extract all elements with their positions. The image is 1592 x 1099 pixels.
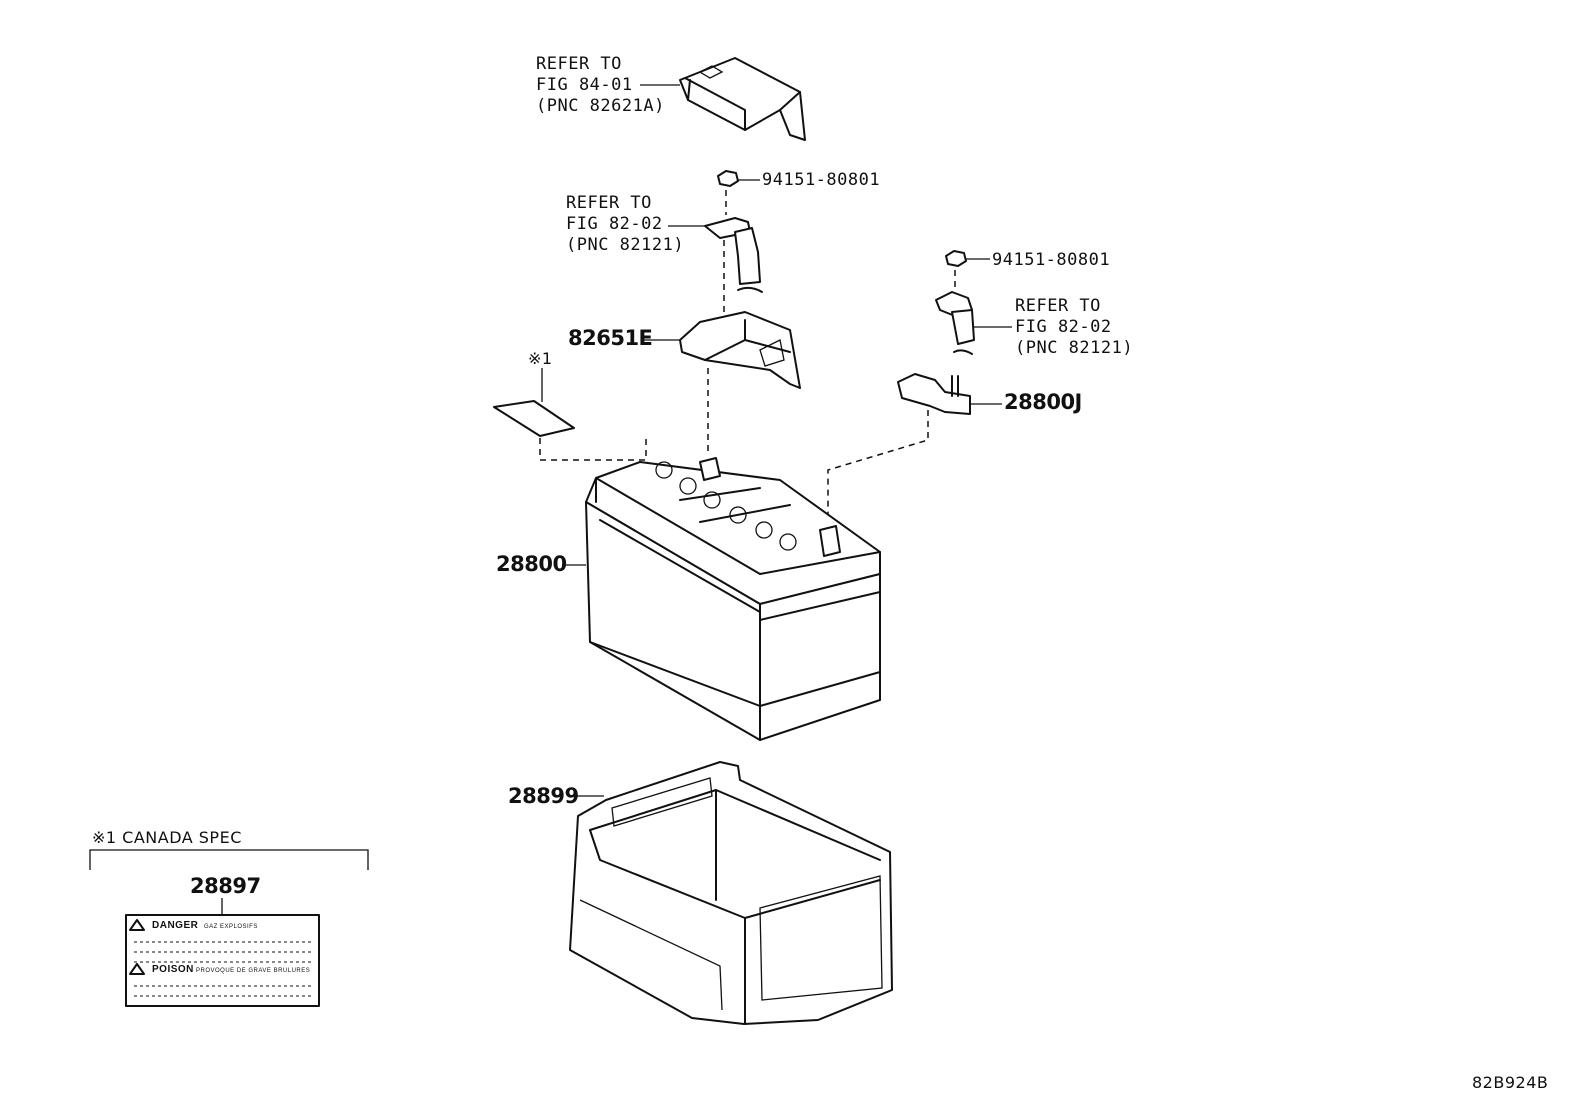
battery-tray-28899 [569,761,893,1025]
canada-spec-note: ※1 CANADA SPEC [92,828,242,847]
danger-subtext: GAZ EXPLOSIFS [204,924,258,930]
positive-terminal-cable [668,217,763,293]
terminal-reference-right: REFER TO FIG 82-02 (PNC 82121) [1015,296,1134,358]
warning-label-box [125,914,320,1007]
clamp-part-number: 28800J [1004,390,1082,414]
danger-warning-icon [129,919,145,931]
tray-part-number: 28899 [508,784,579,808]
note-sticker [493,368,575,437]
canada-spec-bracket [89,849,369,870]
battery-28800 [562,457,881,741]
upper-terminal-cover [679,57,806,141]
nut-right-part-number: 94151-80801 [992,250,1111,270]
negative-terminal-cable [935,291,1012,355]
nut-right [945,250,990,267]
terminal-reference-left: REFER TO FIG 82-02 (PNC 82121) [566,193,685,255]
nut-upper [717,170,760,187]
diagram-code: 82B924B [1472,1073,1549,1092]
danger-word: DANGER [152,920,199,931]
terminal-cover-82651e [642,311,801,389]
poison-subtext: PROVOQUE DE GRAVE BRULURES [196,968,311,974]
cover-part-number: 82651E [568,326,653,350]
battery-clamp-28800j [897,373,1002,415]
upper-cover-reference: REFER TO FIG 84-01 (PNC 82621A) [536,54,665,116]
battery-part-number: 28800 [496,552,567,576]
nut-upper-part-number: 94151-80801 [762,170,881,190]
label-part-number: 28897 [190,874,261,898]
note-mark: ※1 [528,349,553,368]
poison-warning-icon [129,963,145,975]
poison-word: POISON [152,964,194,975]
